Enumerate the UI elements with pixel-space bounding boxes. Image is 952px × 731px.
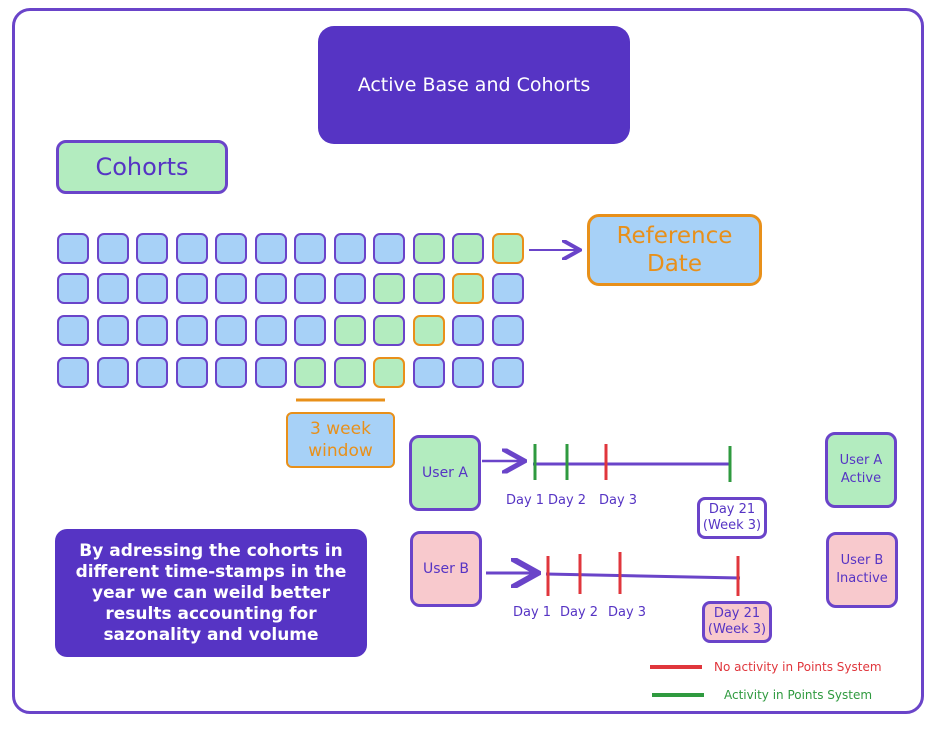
cohort-cell bbox=[491, 273, 524, 304]
cohort-cell bbox=[333, 233, 366, 264]
cohort-cell bbox=[215, 357, 247, 388]
cohort-cell bbox=[215, 233, 247, 264]
cohort-cell bbox=[136, 315, 168, 346]
diagram-title: Active Base and Cohorts bbox=[318, 26, 630, 144]
cohort-cell bbox=[57, 233, 89, 264]
cohort-cell bbox=[57, 315, 89, 346]
cohort-cell bbox=[294, 315, 326, 346]
cohorts-label: Cohorts bbox=[56, 140, 228, 194]
note-text: By adressing the cohorts in different ti… bbox=[75, 540, 347, 645]
user-a-day21-box: Day 21 (Week 3) bbox=[697, 497, 767, 539]
cohort-cell bbox=[452, 233, 484, 264]
cohort-cell bbox=[412, 233, 445, 264]
reference-date-box: Reference Date bbox=[587, 214, 762, 286]
cohort-cell bbox=[136, 273, 168, 304]
legend-activity-label: Activity in Points System bbox=[724, 688, 873, 702]
cohort-cell bbox=[254, 315, 287, 346]
reference-date-label: Reference Date bbox=[616, 223, 733, 277]
cohort-cell bbox=[373, 273, 405, 304]
user-b-day3-label: Day 3 bbox=[608, 605, 647, 620]
user-b-status-label: User B Inactive bbox=[836, 553, 888, 586]
cohort-cell bbox=[254, 273, 287, 304]
cohort-cell bbox=[215, 315, 247, 346]
cohort-cell bbox=[215, 273, 247, 304]
user-a-day21-label: Day 21 (Week 3) bbox=[702, 502, 762, 533]
canvas-frame bbox=[12, 8, 924, 714]
user-b-box: User B bbox=[410, 531, 482, 607]
cohort-cell bbox=[333, 357, 366, 388]
cohort-cell bbox=[254, 233, 287, 264]
window-box: 3 week window bbox=[286, 412, 395, 468]
cohort-cell bbox=[175, 233, 208, 264]
user-b-day1-label: Day 1 bbox=[513, 605, 552, 620]
cohort-cell bbox=[254, 357, 287, 388]
user-a-label: User A bbox=[422, 465, 468, 481]
cohort-cell bbox=[412, 273, 445, 304]
user-b-label: User B bbox=[423, 561, 469, 577]
cohort-cell bbox=[294, 233, 326, 264]
cohort-cell bbox=[96, 233, 129, 264]
cohort-cell bbox=[57, 357, 89, 388]
cohort-cell bbox=[491, 357, 524, 388]
cohort-cell bbox=[333, 273, 366, 304]
user-b-timeline bbox=[545, 572, 741, 580]
cohort-cell bbox=[294, 357, 326, 388]
cohort-cell bbox=[373, 315, 405, 346]
user-a-box: User A bbox=[409, 435, 481, 511]
cohort-cell bbox=[294, 273, 326, 304]
cohort-cell-reference bbox=[412, 315, 445, 346]
cohort-cell bbox=[57, 273, 89, 304]
user-a-status-box: User A Active bbox=[825, 432, 897, 508]
cohort-cell bbox=[412, 357, 445, 388]
cohort-cell bbox=[96, 315, 129, 346]
cohort-cell bbox=[452, 315, 484, 346]
user-b-day2-label: Day 2 bbox=[560, 605, 599, 620]
legend-no-activity-label: No activity in Points System bbox=[714, 660, 882, 674]
cohort-cell bbox=[96, 273, 129, 304]
user-a-status-label: User A Active bbox=[839, 453, 883, 486]
cohort-cell bbox=[96, 357, 129, 388]
user-a-day1-label: Day 1 bbox=[506, 493, 545, 508]
cohort-cell bbox=[175, 273, 208, 304]
cohort-cell bbox=[373, 233, 405, 264]
cohort-cell bbox=[452, 357, 484, 388]
cohort-cell bbox=[136, 357, 168, 388]
window-label: 3 week window bbox=[308, 419, 373, 461]
note-box: By adressing the cohorts in different ti… bbox=[55, 529, 367, 657]
cohort-cell-reference bbox=[373, 357, 405, 388]
cohort-cell bbox=[175, 315, 208, 346]
cohort-cell bbox=[491, 315, 524, 346]
cohort-cell-reference bbox=[491, 233, 524, 264]
cohort-cell bbox=[136, 233, 168, 264]
cohort-cell bbox=[333, 315, 366, 346]
user-b-status-box: User B Inactive bbox=[826, 532, 898, 608]
user-a-day3-label: Day 3 bbox=[599, 493, 638, 508]
user-b-day21-label: Day 21 (Week 3) bbox=[707, 606, 767, 637]
user-b-day21-box: Day 21 (Week 3) bbox=[702, 601, 772, 643]
cohort-cell bbox=[175, 357, 208, 388]
user-a-day2-label: Day 2 bbox=[548, 493, 587, 508]
cohort-cell-reference bbox=[452, 273, 484, 304]
